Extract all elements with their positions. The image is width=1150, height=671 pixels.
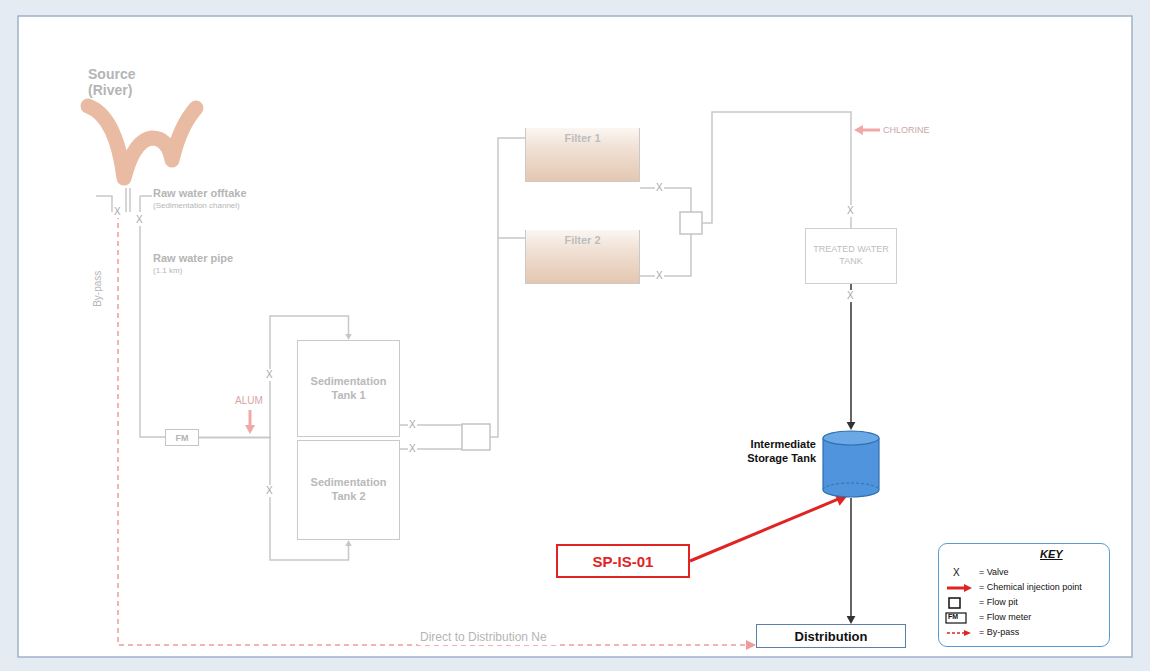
valve-symbol: X — [135, 214, 144, 226]
connector-line — [850, 498, 852, 618]
distribution-box: Distribution — [756, 624, 906, 648]
pipework-stroke — [490, 138, 525, 437]
chemical-label: CHLORINE — [883, 125, 930, 135]
arrow-head — [345, 540, 352, 546]
sedimentation-tank: Sedimentation Tank 1 — [297, 340, 400, 437]
pipework-stroke — [854, 125, 863, 135]
legend-title: KEY — [1040, 548, 1063, 561]
legend-text: = Valve — [979, 567, 1009, 577]
legend-text: = Chemical injection point — [979, 582, 1082, 592]
node-title: Filter 1 — [564, 132, 600, 144]
node-title: Intermediate Storage Tank — [738, 438, 816, 466]
pipework-stroke — [680, 212, 702, 234]
pipework-stroke — [862, 129, 880, 132]
bypass-label: By-pass — [92, 263, 104, 315]
pipework-stroke — [96, 188, 152, 212]
valve-symbol: X — [655, 270, 664, 282]
legend-sample — [945, 581, 975, 595]
part-note: (Sedimentation channel) — [153, 201, 240, 210]
legend-sample — [945, 566, 975, 580]
pipework-stroke — [18, 16, 1132, 657]
pipework-stroke — [702, 112, 851, 228]
legend-row: = Flow pit — [939, 596, 1109, 610]
valve-symbol: X — [113, 206, 122, 218]
node-title: Distribution — [795, 629, 868, 644]
connector-line — [690, 499, 839, 561]
sedimentation-tank: Sedimentation Tank 2 — [297, 440, 400, 540]
part-name: Raw water offtake — [153, 187, 247, 200]
valve-symbol: X — [846, 205, 855, 217]
node-title: SP-IS-01 — [593, 553, 654, 570]
filter-bed: Filter 1 — [525, 128, 640, 182]
valve-symbol: X — [846, 290, 855, 302]
valve-symbol: X — [408, 419, 417, 431]
pipework-stroke — [245, 425, 255, 434]
node-title: Sedimentation Tank 1 — [302, 375, 395, 403]
connector-line — [850, 284, 852, 424]
legend-sample-stroke — [947, 587, 965, 590]
pipework-stroke — [88, 106, 196, 178]
treated-water-tank: TREATED WATER TANK — [805, 228, 897, 284]
flow-connector — [847, 498, 856, 624]
legend-sample-stroke — [964, 630, 971, 636]
valve-symbol: X — [265, 369, 274, 381]
legend-text: = Flow meter — [979, 612, 1031, 622]
legend-text: = By-pass — [979, 627, 1019, 637]
legend-box: = Valve = Chemical injection point = Flow … — [938, 543, 1110, 647]
legend-row: = Valve — [939, 566, 1109, 580]
valve-symbol: X — [408, 443, 417, 455]
legend-row: = Chemical injection point — [939, 581, 1109, 595]
source-label: Source (River) — [88, 66, 150, 98]
bypass-label: Direct to Distribution Ne — [418, 631, 559, 645]
legend-symbol: FM — [948, 613, 958, 621]
legend-row: = Flow meter — [939, 611, 1109, 625]
legend-sample — [945, 596, 975, 610]
pipework-stroke — [462, 424, 490, 450]
legend-sample-stroke — [964, 584, 972, 592]
valve-symbol: X — [265, 485, 274, 497]
legend-sample-stroke — [949, 598, 960, 608]
pipework-stroke — [118, 214, 748, 645]
filter-bed: Filter 2 — [525, 230, 640, 284]
legend-sample-stroke — [946, 613, 966, 623]
flow-connector — [690, 494, 848, 561]
pipework-stroke — [249, 410, 252, 426]
node-title: Filter 2 — [564, 234, 600, 246]
node-title: TREATED WATER TANK — [810, 244, 892, 267]
arrow-head — [847, 616, 856, 624]
tank-top — [823, 431, 879, 445]
tank-cylinder — [822, 430, 880, 498]
legend-sample — [945, 626, 975, 640]
storage-tank: Intermediate Storage Tank — [822, 430, 880, 498]
chemical-label: ALUM — [235, 395, 263, 407]
pipework-stroke — [746, 640, 756, 650]
node-title: Sedimentation Tank 2 — [302, 476, 395, 504]
sample-point-box: SP-IS-01 — [556, 544, 690, 578]
legend-row: = By-pass — [939, 626, 1109, 640]
part-name: Raw water pipe — [153, 252, 233, 265]
legend-symbol: X — [953, 567, 960, 579]
legend-text: = Flow pit — [979, 597, 1018, 607]
tank-base — [823, 483, 879, 490]
valve-symbol: X — [655, 182, 664, 194]
flow-connector — [847, 284, 856, 430]
tank-body — [823, 438, 879, 497]
part-note: (1.1 km) — [153, 266, 182, 275]
arrow-head — [847, 422, 856, 430]
node-title: FM — [176, 433, 189, 443]
flow-meter: FM — [165, 429, 199, 446]
legend-sample-stroke — [947, 632, 965, 633]
